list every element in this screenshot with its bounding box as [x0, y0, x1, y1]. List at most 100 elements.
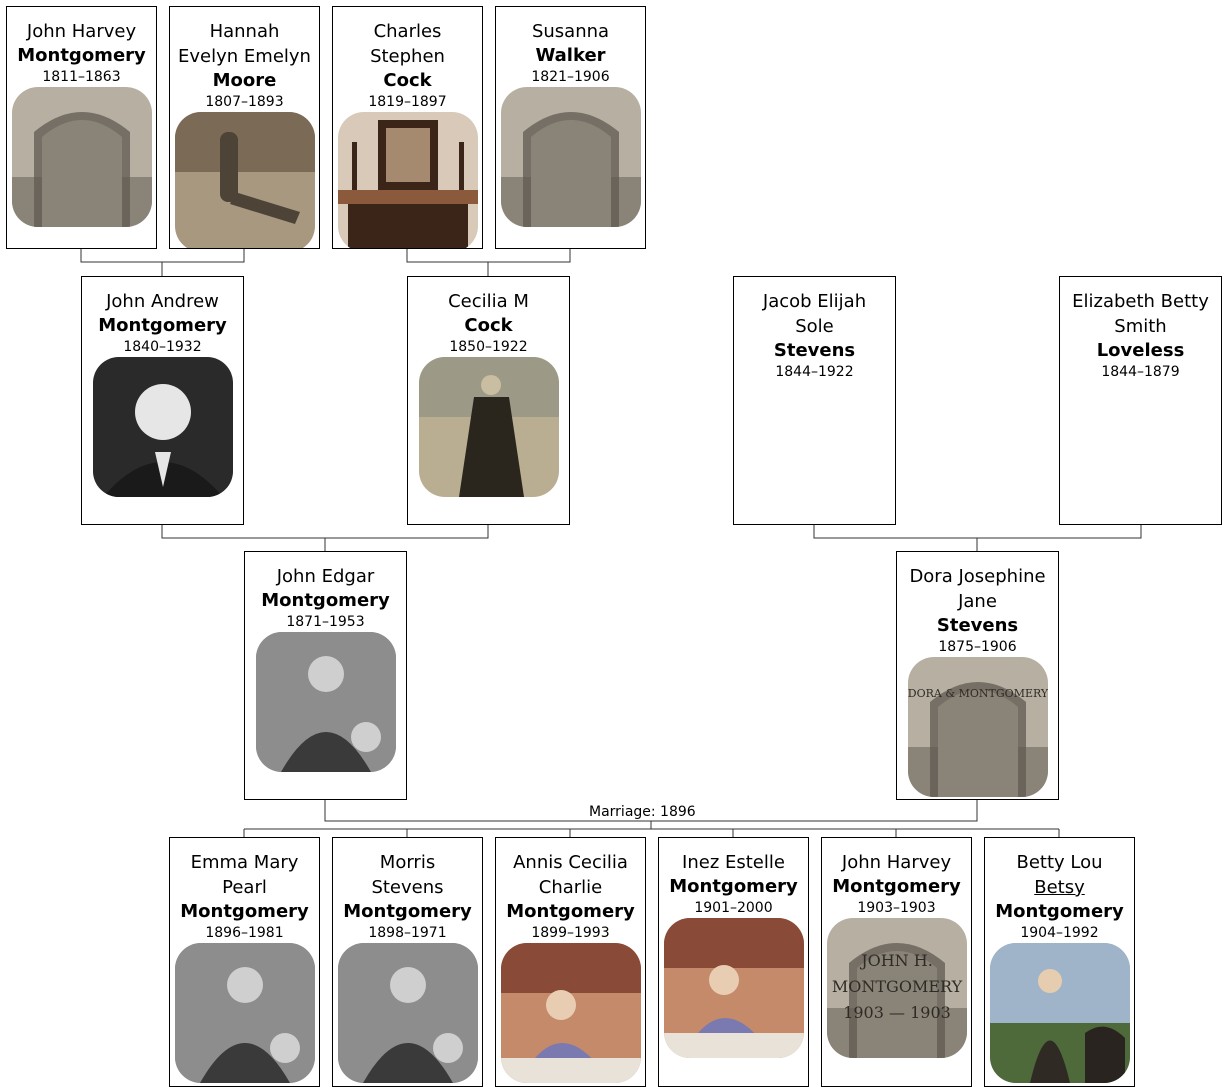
- headstone-photo[interactable]: JOHN H. MONTGOMERY 1903 — 1903: [827, 918, 967, 1058]
- given-name-line: Stephen: [370, 46, 445, 67]
- surname: Montgomery: [180, 901, 309, 922]
- life-dates: 1850–1922: [449, 339, 528, 355]
- given-name-line: Hannah: [209, 21, 280, 42]
- given-name: Inez Estelle: [659, 838, 808, 875]
- headstone-photo[interactable]: [501, 87, 641, 227]
- given-name: Susanna: [496, 7, 645, 44]
- given-name-line: Sole: [795, 316, 834, 337]
- given-name-line: Pearl: [222, 877, 267, 898]
- surname: Cock: [464, 315, 513, 336]
- life-dates: 1901–2000: [694, 900, 773, 916]
- photo-inscription: DORA & MONTGOMERY: [908, 687, 1048, 700]
- life-dates: 1898–1971: [368, 925, 447, 941]
- given-name-line: Annis Cecilia: [513, 852, 628, 873]
- given-name-line: Charles: [373, 21, 442, 42]
- given-name: Cecilia M: [408, 277, 569, 314]
- given-name-line: Stevens: [371, 877, 444, 898]
- photo-inscription: MONTGOMERY: [832, 977, 963, 996]
- surname: Montgomery: [98, 315, 227, 336]
- given-name: John Andrew: [82, 277, 243, 314]
- given-name: John Harvey: [822, 838, 971, 875]
- group-portrait-photo[interactable]: [338, 943, 478, 1083]
- surname: Montgomery: [261, 590, 390, 611]
- given-name-line: Morris: [379, 852, 436, 873]
- life-dates: 1899–1993: [531, 925, 610, 941]
- woman-with-horse-photo[interactable]: [990, 943, 1130, 1083]
- nickname: Betsy: [1034, 877, 1085, 898]
- life-dates: 1811–1863: [42, 69, 121, 85]
- surname: Loveless: [1096, 340, 1185, 361]
- given-name-line: John Andrew: [106, 291, 219, 312]
- given-name-line: Jane: [958, 591, 997, 612]
- given-name-line: Susanna: [531, 21, 610, 42]
- life-dates: 1903–1903: [857, 900, 936, 916]
- life-dates: 1840–1932: [123, 339, 202, 355]
- surname: Walker: [535, 45, 606, 66]
- portrait-on-mantel-photo[interactable]: [338, 112, 478, 248]
- grave-in-woods-photo[interactable]: [175, 112, 315, 248]
- table-photo[interactable]: [664, 918, 804, 1058]
- surname: Stevens: [936, 615, 1019, 636]
- given-name: John Edgar: [245, 552, 406, 589]
- surname: Stevens: [773, 340, 856, 361]
- given-name-line: Emma Mary: [190, 852, 299, 873]
- given-name-line: Cecilia M: [448, 291, 529, 312]
- life-dates: 1875–1906: [938, 639, 1017, 655]
- photo-inscription: 1903 — 1903: [843, 1003, 951, 1022]
- photo-inscription: JOHN H.: [859, 951, 933, 970]
- given-name-line: Betty Lou: [1016, 852, 1103, 873]
- given-name-line: John Harvey: [841, 852, 952, 873]
- group-portrait-photo[interactable]: [175, 943, 315, 1083]
- given-name-line: Elizabeth Betty: [1072, 291, 1209, 312]
- life-dates: 1844–1879: [1101, 364, 1180, 380]
- life-dates: 1821–1906: [531, 69, 610, 85]
- surname: Moore: [212, 70, 277, 91]
- life-dates: 1871–1953: [286, 614, 365, 630]
- portrait-photo[interactable]: [93, 357, 233, 497]
- surname: Montgomery: [832, 876, 961, 897]
- surname: Montgomery: [17, 45, 146, 66]
- given-name-line: Evelyn Emelyn: [178, 46, 311, 67]
- surname: Montgomery: [506, 901, 635, 922]
- given-name: John Harvey: [7, 7, 156, 44]
- life-dates: 1819–1897: [368, 94, 447, 110]
- surname: Montgomery: [669, 876, 798, 897]
- given-name-line: Dora Josephine: [909, 566, 1046, 587]
- headstone-photo[interactable]: [12, 87, 152, 227]
- life-dates: 1904–1992: [1020, 925, 1099, 941]
- given-name-line: Jacob Elijah: [762, 291, 867, 312]
- headstone-photo[interactable]: DORA & MONTGOMERY: [908, 657, 1048, 797]
- life-dates: 1896–1981: [205, 925, 284, 941]
- person-card[interactable]: Cecilia M Cock 1850–1922: [407, 276, 570, 525]
- given-name-line: Charlie: [538, 877, 603, 898]
- table-photo[interactable]: [501, 943, 641, 1083]
- woman-standing-photo[interactable]: [419, 357, 559, 497]
- surname: Montgomery: [995, 901, 1124, 922]
- surname: Montgomery: [343, 901, 472, 922]
- given-name-line: Smith: [1114, 316, 1167, 337]
- group-portrait-photo[interactable]: [256, 632, 396, 772]
- given-name-line: John Harvey: [26, 21, 137, 42]
- surname: Cock: [383, 70, 432, 91]
